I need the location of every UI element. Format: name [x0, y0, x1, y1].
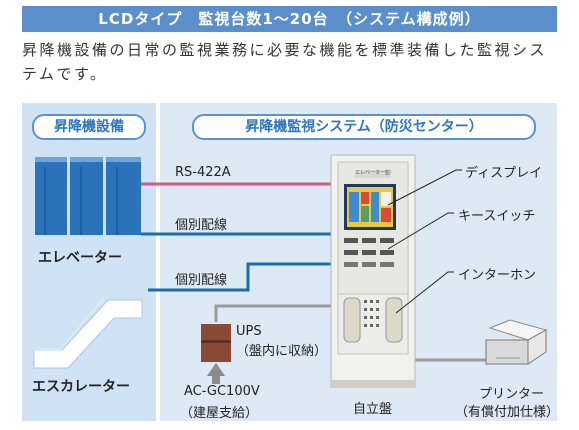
escalator-icon — [33, 297, 143, 369]
printer-label: プリンター — [479, 387, 545, 402]
right-panel-title: 昇降機監視システム（防災センター） — [192, 114, 536, 140]
wiring-label-2: 個別配線 — [175, 273, 228, 288]
printer-icon — [485, 319, 548, 365]
cabinet-icon — [330, 154, 416, 388]
display-callout — [387, 169, 462, 206]
ups-label: UPS — [236, 324, 262, 339]
keyswitch-label: キースイッチ — [458, 209, 536, 224]
left-panel-title: 昇降機設備 — [32, 114, 146, 140]
elevator-label: エレベーター — [38, 250, 122, 266]
intro-text: 昇降機設備の日常の監視業務に必要な機能を標準装備した監視システムです。 — [22, 41, 548, 83]
ups-note: （盤内に収納） — [236, 344, 328, 359]
interphone-callout — [395, 271, 454, 314]
cabinet-label: 自立盤 — [353, 402, 393, 417]
ups-line — [214, 304, 340, 322]
power-note: （建屋支給） — [180, 406, 259, 421]
wiring-line-escalator — [148, 262, 340, 292]
rs422-label: RS-422A — [175, 165, 231, 180]
power-arrow-icon — [207, 363, 225, 384]
page-header: LCDタイプ 監視台数1〜20台 （システム構成例） — [22, 6, 557, 32]
power-label: AC-GC100V — [184, 384, 260, 399]
escalator-label: エスカレーター — [32, 379, 130, 395]
keyswitch-callout — [387, 212, 454, 250]
cabinet-plate-label: エレベーター監視盤 — [355, 170, 391, 176]
elevator-icon — [35, 157, 141, 235]
display-label: ディスプレイ — [465, 166, 543, 181]
wiring-label-1: 個別配線 — [175, 218, 228, 233]
printer-note: （有償付加仕様） — [455, 405, 560, 420]
ups-icon — [201, 324, 231, 362]
interphone-label: インターホン — [458, 268, 537, 283]
